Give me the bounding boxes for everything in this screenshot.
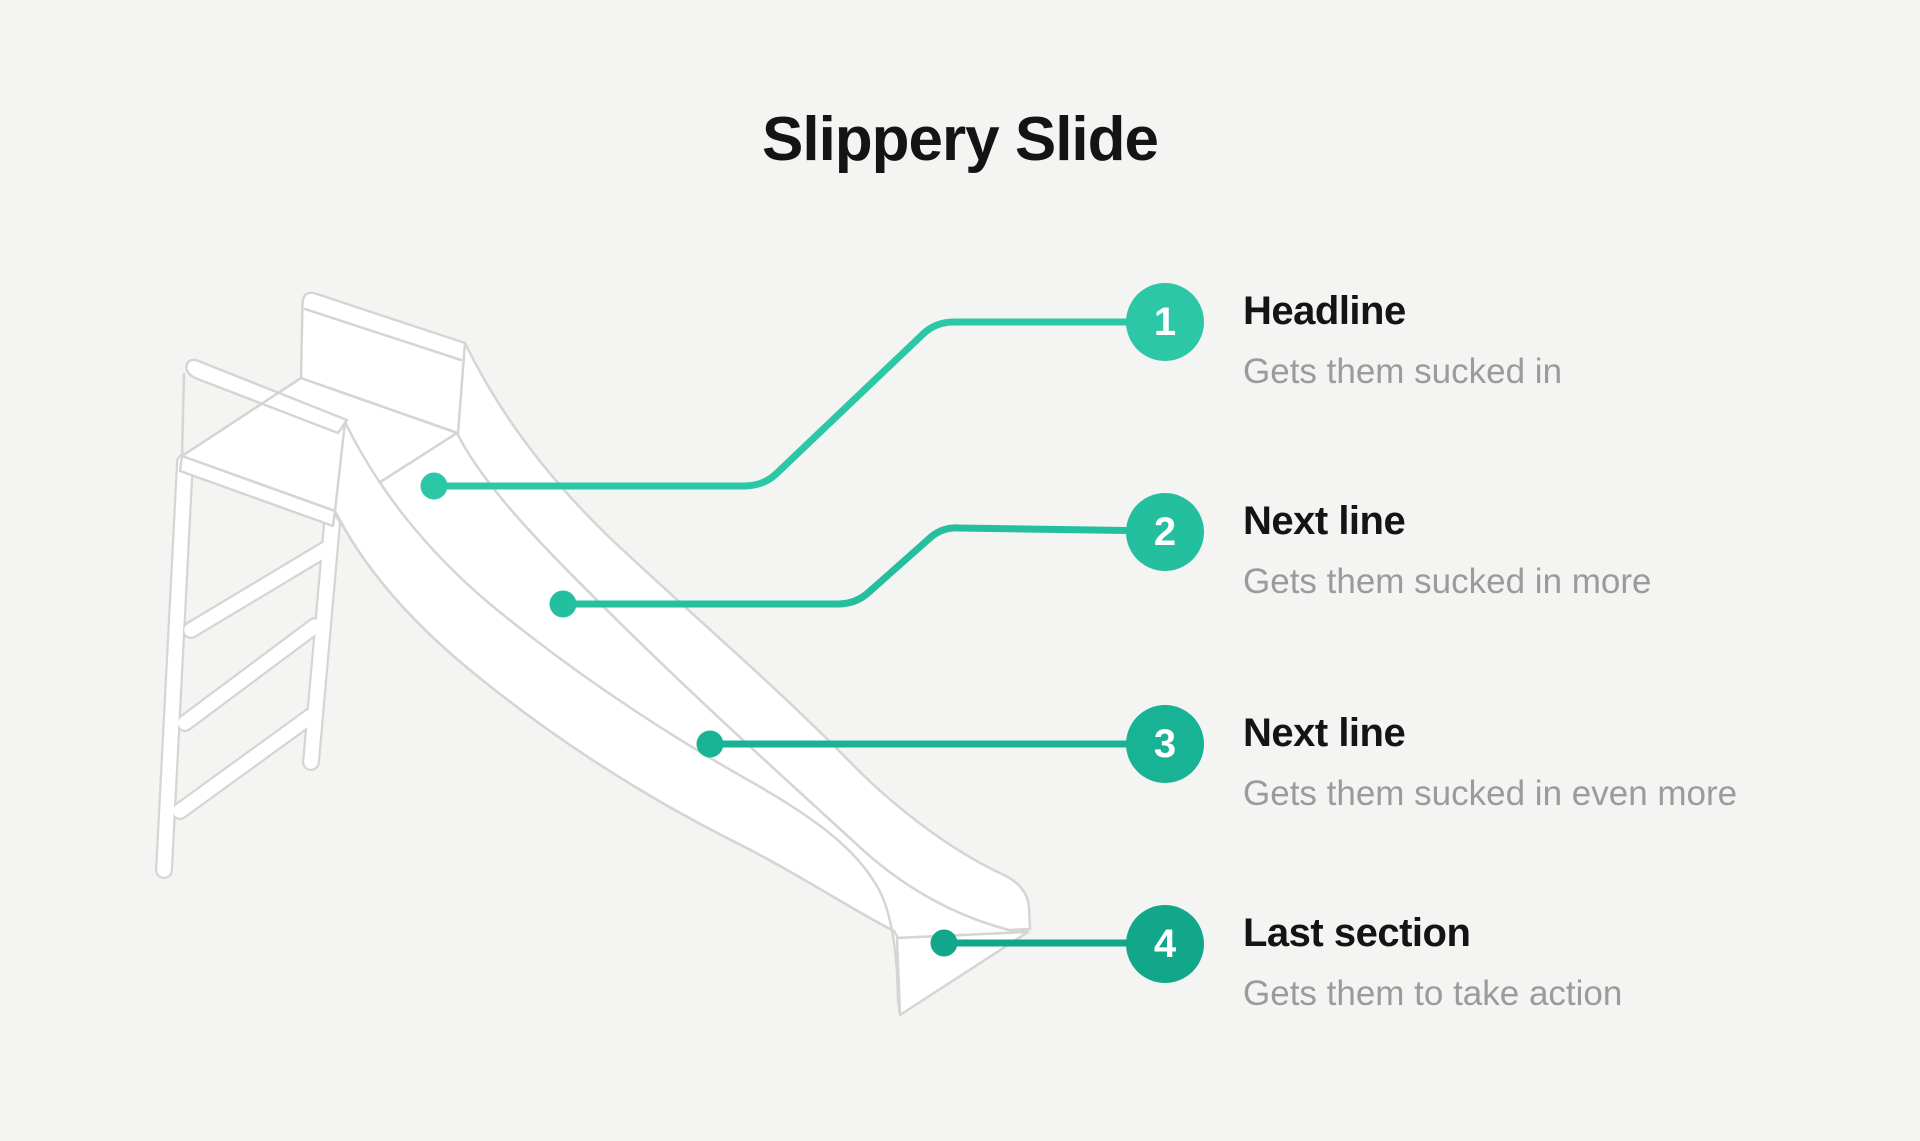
ladder-fill — [157, 455, 339, 877]
back-guard-panel — [299, 291, 467, 435]
step-item-2: Next line Gets them sucked in more — [1243, 498, 1883, 603]
step-description: Gets them sucked in more — [1243, 562, 1652, 601]
page-title: Slippery Slide — [761, 105, 1159, 174]
platform-edge — [178, 454, 337, 528]
connector-line-1 — [430, 318, 1168, 490]
step-item-3: Next line Gets them sucked in even more — [1243, 710, 1883, 815]
step-badge-2: 2 — [1126, 493, 1204, 571]
connector-dot-2 — [549, 590, 577, 618]
step-label: Next line — [1243, 711, 1406, 755]
deck-back-edge — [180, 376, 303, 458]
chute-left-rail — [333, 420, 902, 1016]
connector-dots — [420, 472, 958, 957]
step-badge-3: 3 — [1126, 705, 1204, 783]
connector-dot-4 — [930, 929, 958, 957]
step-description: Gets them sucked in even more — [1243, 774, 1738, 813]
step-item-4: Last section Gets them to take action — [1243, 910, 1883, 1015]
step-label: Headline — [1243, 289, 1406, 333]
step-label: Last section — [1243, 911, 1471, 955]
step-description: Gets them to take action — [1243, 974, 1623, 1013]
step-label: Next line — [1243, 499, 1406, 543]
connectors — [430, 318, 1168, 947]
step-item-1: Headline Gets them sucked in — [1243, 288, 1883, 393]
step-number: 1 — [1153, 299, 1177, 344]
connector-dot-3 — [696, 730, 724, 758]
step-description: Gets them sucked in — [1243, 352, 1563, 391]
step-number: 2 — [1153, 509, 1177, 554]
step-number: 4 — [1153, 921, 1177, 966]
chute-end-cap — [895, 930, 1030, 1017]
back-guard-rail-line — [303, 307, 463, 362]
step-badge-4: 4 — [1126, 905, 1204, 983]
step-number: 3 — [1153, 721, 1177, 766]
left-guard-edge — [180, 372, 186, 458]
left-guard-rail — [185, 358, 349, 435]
connector-line-2 — [559, 524, 1168, 608]
step-badge-1: 1 — [1126, 283, 1204, 361]
connector-dot-1 — [420, 472, 448, 500]
